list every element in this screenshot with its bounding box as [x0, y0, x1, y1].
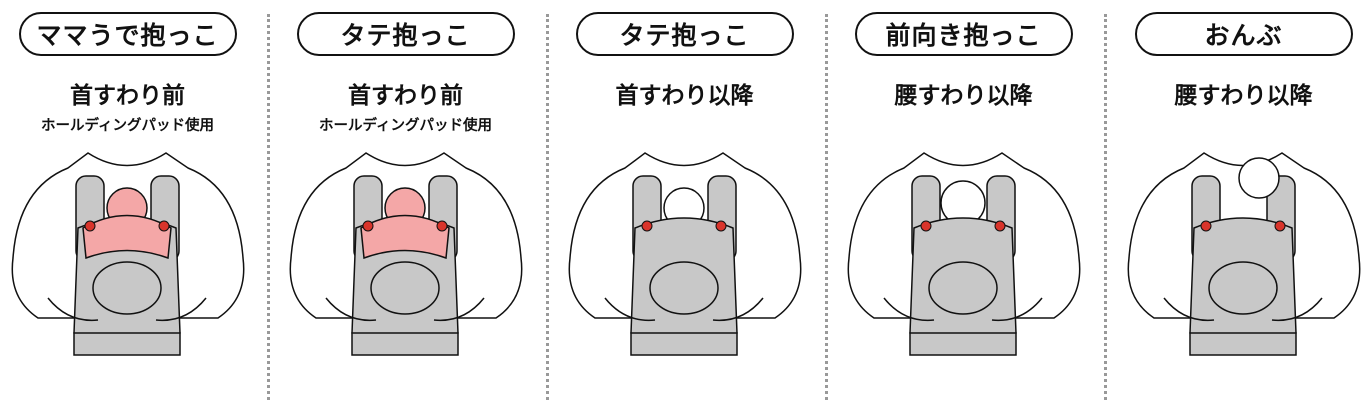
buckle-right	[158, 220, 170, 232]
buckle-left	[362, 220, 374, 232]
waist-belt	[909, 332, 1017, 356]
position-title-pill: おんぶ	[1134, 12, 1353, 56]
position-title: タテ抱っこ	[619, 21, 750, 50]
parent-hands	[883, 297, 1043, 322]
carrier-illustration	[11, 152, 245, 356]
baby-head	[1238, 157, 1280, 199]
age-requirement: 腰すわり以降	[1174, 83, 1313, 109]
buckle-left	[1200, 220, 1212, 232]
carrier-illustration	[1127, 152, 1361, 356]
parent-hands	[325, 297, 485, 322]
position-title: 前向き抱っこ	[885, 21, 1042, 50]
carrier-panel	[649, 261, 719, 315]
carrier-illustration	[568, 152, 802, 356]
position-title: タテ抱っこ	[340, 21, 471, 50]
age-requirement: 腰すわり以降	[894, 83, 1033, 109]
position-column: ママうで抱っこ 首すわり前 ホールディングパッド使用	[0, 0, 267, 400]
waist-belt	[73, 332, 181, 356]
usage-note: ホールディングパッド使用	[319, 118, 492, 134]
position-column: タテ抱っこ 首すわり前 ホールディングパッド使用	[266, 0, 545, 400]
age-requirement: 首すわり前	[70, 83, 185, 109]
parent-hands	[604, 297, 764, 322]
position-title: ママうで抱っこ	[36, 21, 219, 50]
buckle-right	[994, 220, 1006, 232]
position-title-pill: 前向き抱っこ	[854, 12, 1073, 56]
position-column: おんぶ 腰すわり以降	[1104, 0, 1370, 400]
age-requirement: 首すわり以降	[615, 83, 754, 109]
buckle-right	[715, 220, 727, 232]
position-title-pill: タテ抱っこ	[575, 12, 794, 56]
buckle-right	[436, 220, 448, 232]
buckle-left	[641, 220, 653, 232]
column-divider	[825, 14, 828, 400]
position-column: 前向き抱っこ 腰すわり以降	[824, 0, 1103, 400]
carrier-illustration	[847, 152, 1081, 356]
position-column: タテ抱っこ 首すわり以降	[545, 0, 824, 400]
carrier-panel	[1208, 261, 1278, 315]
position-title-pill: タテ抱っこ	[296, 12, 515, 56]
position-title-pill: ママうで抱っこ	[18, 12, 237, 56]
usage-note: ホールディングパッド使用	[41, 118, 214, 134]
parent-hands	[47, 297, 207, 322]
carrier-panel	[92, 261, 162, 315]
column-divider	[546, 14, 549, 400]
holding-pad	[360, 214, 450, 260]
age-requirement: 首すわり前	[348, 83, 463, 109]
position-title: おんぶ	[1204, 21, 1283, 50]
waist-belt	[351, 332, 459, 356]
buckle-left	[920, 220, 932, 232]
carrier-panel	[928, 261, 998, 315]
carrier-illustration	[289, 152, 523, 356]
waist-belt	[1189, 332, 1297, 356]
column-divider	[1104, 14, 1107, 400]
buckle-right	[1274, 220, 1286, 232]
carrier-panel	[370, 261, 440, 315]
parent-hands	[1163, 297, 1323, 322]
holding-pad	[82, 214, 172, 260]
waist-belt	[630, 332, 738, 356]
buckle-left	[84, 220, 96, 232]
column-divider	[267, 14, 270, 400]
